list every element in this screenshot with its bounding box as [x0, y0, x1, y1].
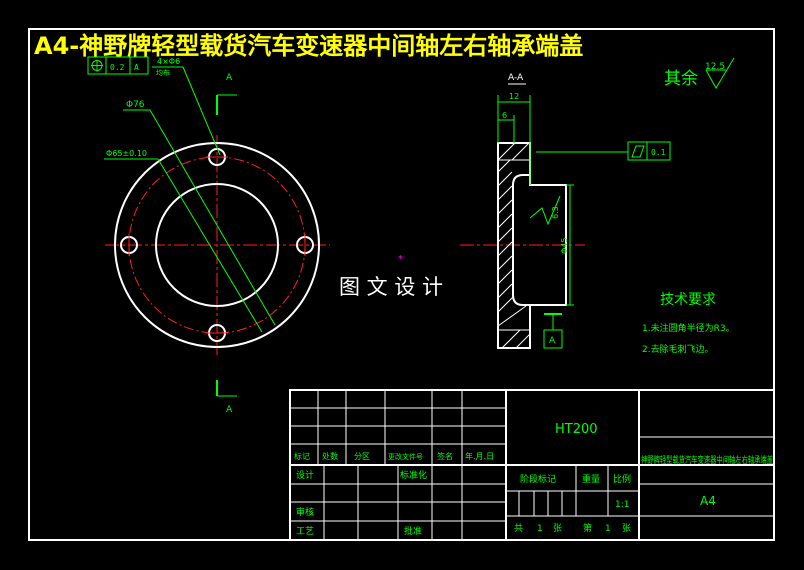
surface-rough: 6.3 — [551, 206, 560, 219]
section-label: A-A — [508, 73, 524, 83]
dim-width: 12 — [509, 92, 519, 101]
tb-sheet-unit2: 张 — [622, 523, 631, 534]
tb-scale-value: 1:1 — [615, 500, 629, 510]
tb-header-2: 分区 — [354, 452, 370, 461]
tb-scale: 比例 — [613, 473, 631, 485]
roughness-symbol: 其余 12.5 — [664, 57, 735, 89]
tb-header-0: 标记 — [294, 451, 310, 461]
tb-sheets-total: 1 — [537, 524, 543, 534]
tb-weight: 重量 — [582, 473, 600, 485]
title-block-text: HT200 神野牌轻型载货汽车变速器中间轴左右轴承端盖 标记 处数 分区 更改文… — [294, 422, 773, 537]
dim-outer: Φ76 — [126, 100, 145, 110]
outer-circle — [114, 142, 320, 348]
tb-approve: 批准 — [404, 525, 422, 537]
tb-drawing-title: 神野牌轻型载货汽车变速器中间轴左右轴承端盖 — [641, 454, 773, 466]
tb-header-4: 签名 — [437, 451, 453, 461]
section-view: A-A — [460, 73, 671, 349]
tb-review: 审核 — [296, 506, 314, 518]
roughness-label: 其余 — [664, 69, 698, 89]
drawing-title: A4-神野牌轻型载货汽车变速器中间轴左右轴承端盖 — [34, 32, 583, 60]
tb-sheets-unit: 张 — [553, 523, 562, 534]
flatness-frame — [627, 141, 671, 161]
hole-note-sub: 均布 — [156, 68, 170, 77]
title-block — [289, 389, 775, 541]
section-mark-top: A — [226, 73, 233, 83]
position-tolerance-datum: A — [134, 63, 139, 72]
dim-step: 6 — [502, 111, 507, 120]
dim-pitch: Φ65±0.10 — [106, 149, 147, 158]
tb-header-1: 处数 — [322, 451, 338, 461]
roughness-mark — [705, 57, 735, 89]
watermark: 图 文 设 计 — [339, 275, 443, 299]
cursor-mark: * — [398, 254, 403, 265]
tb-sheet-no-label: 第 — [583, 522, 592, 534]
section-cut-marks: A A — [216, 73, 237, 415]
datum-letter: A — [549, 336, 556, 346]
tb-standard: 标准化 — [400, 469, 427, 481]
tech-req-item-1: 1.未注圆角半径为R3。 — [642, 322, 735, 334]
datum-box — [543, 329, 563, 349]
tb-header-3: 更改文件号 — [388, 452, 423, 461]
front-view — [105, 135, 330, 355]
position-tolerance-value: 0.2 — [110, 63, 125, 72]
inner-circle — [155, 183, 279, 307]
section-mark-bottom: A — [226, 405, 233, 415]
material: HT200 — [555, 422, 598, 437]
tb-sheets-total-label: 共 — [514, 523, 523, 534]
flatness-value: 0.1 — [651, 148, 666, 157]
tb-stage-mark: 阶段标记 — [520, 473, 556, 485]
hole-note: 4×Φ6 — [157, 57, 180, 66]
section-hatch — [497, 142, 531, 349]
tech-req-item-2: 2.去除毛刺飞边。 — [642, 343, 714, 355]
tb-process: 工艺 — [296, 526, 314, 537]
tb-sheet-no: 1 — [605, 524, 611, 534]
dim-height: Φ45 — [560, 238, 569, 254]
roughness-value: 12.5 — [705, 62, 725, 72]
tb-design: 设计 — [296, 469, 314, 481]
position-tolerance-frame — [87, 56, 149, 75]
tb-header-5: 年.月.日 — [465, 451, 494, 461]
tech-requirements: 技术要求 1.未注圆角半径为R3。 2.去除毛刺飞边。 — [642, 292, 735, 355]
tb-size: A4 — [700, 494, 716, 508]
front-view-dims: 0.2 A 4×Φ6 均布 Φ76 Φ65±0.10 — [87, 56, 276, 333]
tech-req-title: 技术要求 — [660, 292, 716, 308]
